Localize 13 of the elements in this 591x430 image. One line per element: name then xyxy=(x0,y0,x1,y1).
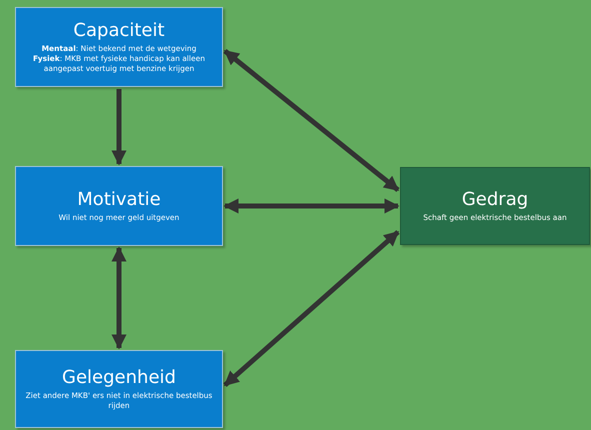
factor-box xyxy=(15,7,223,87)
box-title: Gelegenheid xyxy=(62,366,176,388)
factor-box xyxy=(15,166,223,246)
arrow xyxy=(112,89,126,166)
arrow xyxy=(223,230,400,387)
factor-box xyxy=(400,167,590,245)
factor-box xyxy=(15,350,223,428)
box-title: Capaciteit xyxy=(73,20,165,42)
box-title: Gedrag xyxy=(462,188,528,210)
box-title: Motivatie xyxy=(77,188,161,210)
arrow xyxy=(223,49,400,192)
arrow xyxy=(112,246,126,350)
arrow xyxy=(224,198,400,214)
